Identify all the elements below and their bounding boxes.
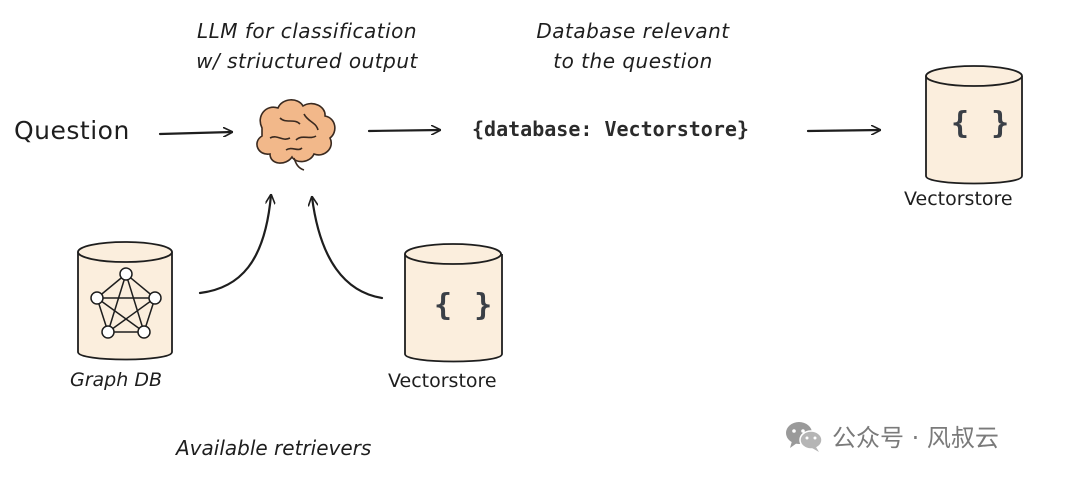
wechat-icon (786, 421, 823, 452)
question-label: Question (14, 116, 130, 145)
vectorstore-right-cylinder (925, 65, 1023, 185)
arrow-llm-to-output (367, 130, 442, 131)
arrow-output-to-vectorstore (806, 130, 882, 131)
vectorstore-right-label: Vectorstore (904, 188, 1013, 210)
database-caption-line1: Database relevant (536, 19, 730, 43)
watermark: 公众号 · 风叔云 (784, 418, 999, 453)
arrow-question-to-llm (158, 132, 232, 134)
brain-icon (256, 99, 336, 171)
llm-caption-line1: LLM for classification (196, 19, 418, 43)
llm-caption-line2: w/ striuctured output (196, 49, 418, 73)
vectorstore-mid-cylinder (404, 243, 503, 363)
braces-icon: { } (434, 288, 495, 323)
database-caption-line2: to the question (553, 49, 713, 73)
watermark-text: 公众号 · 风叔云 (832, 424, 999, 452)
braces-icon: { } (951, 106, 1012, 141)
llm-caption: LLM for classification w/ striuctured ou… (172, 16, 442, 76)
graph-network-icon (90, 267, 162, 339)
arrow-graphdb-to-llm (198, 195, 271, 295)
vectorstore-mid-label: Vectorstore (388, 370, 497, 392)
database-caption: Database relevant to the question (508, 16, 758, 76)
arrow-vectorstore-to-llm (312, 197, 384, 300)
graph-db-label: Graph DB (70, 369, 162, 391)
available-retrievers-label: Available retrievers (176, 436, 372, 460)
structured-output-text: {database: Vectorstore} (472, 117, 749, 141)
